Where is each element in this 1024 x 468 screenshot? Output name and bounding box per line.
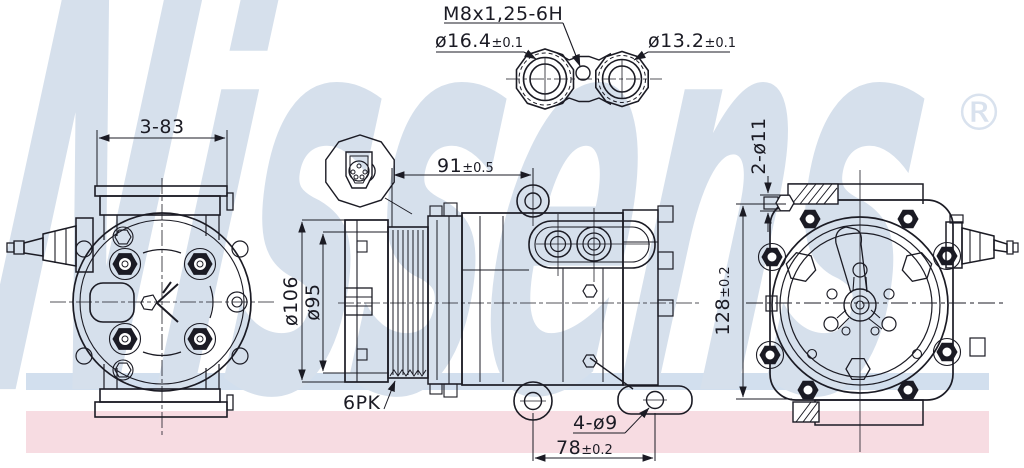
rear-width-label: 3-83 xyxy=(139,116,185,138)
rear-view xyxy=(6,130,274,436)
dim-2-o11 xyxy=(760,176,788,232)
front-bolts xyxy=(755,209,962,400)
foot-holes-label: 4-ø9 xyxy=(573,412,618,434)
thread-spec-label: M8x1,25-6H xyxy=(443,3,564,25)
belt-type-label: 6PK xyxy=(343,392,381,414)
dim-pulley-diameters xyxy=(298,219,389,383)
port-fitting-top xyxy=(436,22,730,110)
length-dimension-label: 91±0.5 xyxy=(437,155,494,177)
rear-bolts xyxy=(108,247,217,356)
port-right-diameter-label: ø13.2±0.1 xyxy=(648,30,737,52)
port-left-diameter-label: ø16.4±0.1 xyxy=(435,30,524,52)
foot-spacing-label: 78±0.2 xyxy=(556,437,613,459)
dim-78 xyxy=(532,413,656,462)
side-view xyxy=(298,134,700,462)
front-connector xyxy=(945,214,1019,269)
pulley-pitch-diameter-label: ø95 xyxy=(302,283,324,321)
registered-trademark-icon: ® xyxy=(954,84,1004,142)
head-holes-label: 2-ø11 xyxy=(748,117,770,175)
front-view xyxy=(736,170,1019,452)
height-dimension-label: 128±0.2 xyxy=(712,266,734,336)
brand-stripe-pink xyxy=(26,411,989,453)
brand-stripe-blue xyxy=(26,373,989,390)
dim-91 xyxy=(391,168,534,227)
dim-128 xyxy=(736,203,792,400)
dim-4-o9 xyxy=(573,407,650,434)
connector-detail-balloon xyxy=(325,134,413,215)
rear-connector xyxy=(6,217,94,273)
leader-6pk xyxy=(383,380,396,410)
dim-3-83 xyxy=(96,130,228,186)
pulley-outer-diameter-label: ø106 xyxy=(280,276,302,326)
